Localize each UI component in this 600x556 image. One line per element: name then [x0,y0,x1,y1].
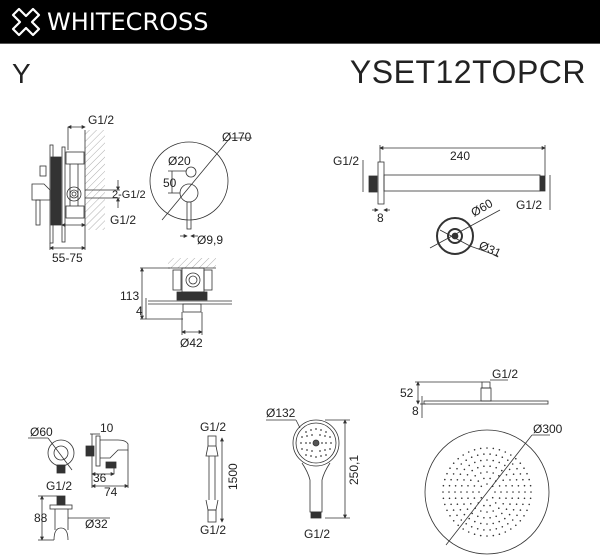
series-label: Y [12,58,31,89]
mixer-bottom-connection-label: G1/2 [110,213,136,227]
rain-head-thickness-label: 8 [412,404,419,418]
mixer-top-connection-label: G1/2 [88,113,114,127]
rain-head-height-label: 52 [400,386,414,400]
rain-shower-front-view [424,429,550,555]
shower-hose-drawing [205,435,224,523]
rain-shower-nozzles [442,447,532,537]
holder-diameter-label: Ø32 [85,517,108,531]
hand-shower-length-label: 250,1 [347,455,361,485]
holder-height-label: 88 [34,511,48,525]
hose-top-connection-label: G1/2 [200,420,226,434]
brand-name: WHITECROSS [47,7,209,36]
mixer-front-view [149,137,252,238]
plate-thickness-label: 4 [136,304,143,318]
outlet-offset-label: 36 [93,471,107,485]
hand-shower-diameter-label: Ø132 [266,406,296,420]
shower-arm-drawing [362,145,551,257]
body-diameter-label: Ø42 [180,336,203,350]
hose-bottom-connection-label: G1/2 [200,523,226,537]
mixer-total-depth-label: 113 [120,289,139,303]
mixer-side-view [31,125,120,250]
mixer-top-view [140,258,232,335]
arm-length-label: 240 [450,149,470,163]
model-code: YSET12TOPCR [349,54,586,90]
arm-flange-thickness-label: 8 [377,211,384,225]
header-bar: WHITECROSS [0,0,600,44]
mixer-outlet-connection-label: 2-G1/2 [112,189,146,201]
outlet-flange-diameter-label: Ø60 [30,425,53,439]
outlet-connection-label: G1/2 [46,479,72,493]
arm-flange-diameter-label: Ø60 [469,196,496,220]
mixer-depth-label: 55-75 [52,251,83,265]
knob-diameter-label: Ø20 [168,154,191,168]
outlet-total-depth-label: 74 [104,485,118,499]
arm-head-connection-label: G1/2 [516,198,542,212]
outlet-flange-depth-label: 10 [100,421,114,435]
rain-head-diameter-label: Ø300 [533,422,563,436]
wall-outlet-holder-drawing [28,433,129,541]
hand-shower-drawing [266,419,350,519]
hand-shower-connection-label: G1/2 [304,527,330,541]
arm-pipe-diameter-label: Ø31 [477,238,504,260]
rain-shower-side-view [415,379,549,418]
rain-head-connection-label: G1/2 [492,367,518,381]
hose-length-label: 1500 [226,463,240,490]
x-cross-logo-icon [11,7,41,36]
lever-diameter-label: Ø9,9 [197,233,223,247]
knob-spacing-label: 50 [163,176,177,190]
hand-shower-nozzles [300,428,332,458]
plate-diameter-label: Ø170 [222,130,252,144]
arm-wall-connection-label: G1/2 [333,154,359,168]
